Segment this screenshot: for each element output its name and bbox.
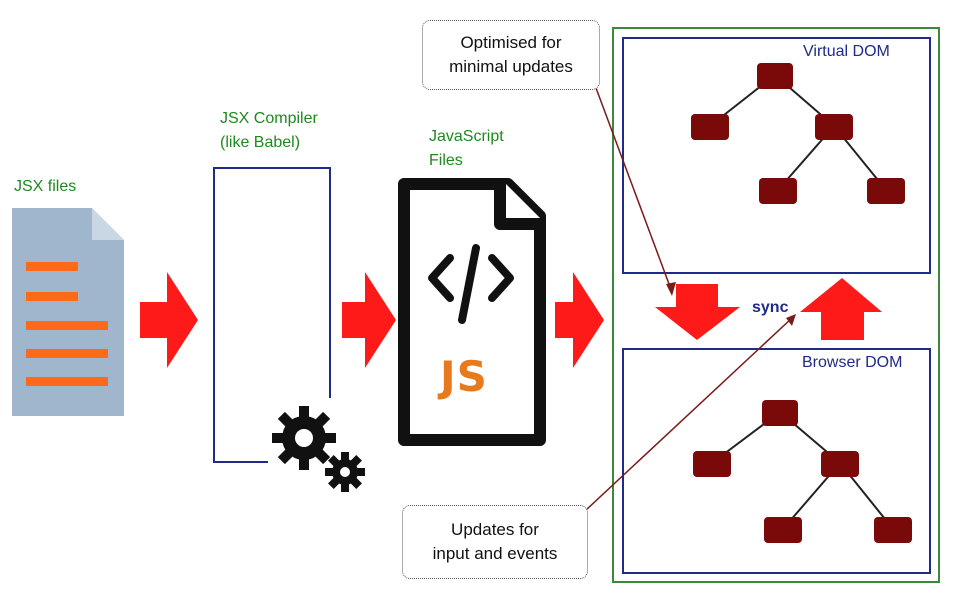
tree-node	[874, 517, 912, 543]
sync-label: sync	[752, 299, 789, 316]
tree-node	[757, 63, 793, 89]
browser-dom-box	[622, 348, 931, 574]
browser-dom-tree	[711, 411, 894, 530]
tree-node	[693, 451, 731, 477]
virtual-dom-box	[622, 37, 931, 274]
gears-icon	[272, 406, 365, 492]
note-connector-bottom	[585, 314, 796, 511]
arrow-right-icon	[140, 272, 198, 368]
note-connector-top	[595, 87, 676, 296]
arrow-down-icon	[655, 284, 740, 340]
virtual-dom-title: Virtual DOM	[803, 43, 890, 60]
note-updates-line2: input and events	[432, 544, 558, 563]
js-files-label-line2: Files	[429, 152, 463, 169]
browser-dom-title: Browser DOM	[802, 354, 903, 371]
note-optimised-line2: minimal updates	[449, 57, 573, 76]
tree-node	[815, 114, 853, 140]
js-files-label-line1: JavaScript	[429, 128, 504, 145]
arrow-up-icon	[800, 278, 882, 340]
js-file-icon	[398, 178, 546, 446]
tree-node	[691, 114, 729, 140]
tree-node	[867, 178, 905, 204]
document-icon	[12, 208, 124, 416]
js-badge: JS	[440, 352, 488, 401]
note-updates-line1: Updates for	[451, 520, 539, 539]
note-optimised: Optimised for minimal updates	[422, 20, 600, 90]
note-updates: Updates for input and events	[402, 505, 588, 579]
tree-node	[821, 451, 859, 477]
jsx-files-label: JSX files	[14, 178, 77, 195]
tree-node	[764, 517, 802, 543]
compiler-label-line2: (like Babel)	[220, 134, 301, 151]
note-optimised-line1: Optimised for	[460, 33, 562, 52]
tree-node	[759, 178, 797, 204]
dom-container	[612, 27, 940, 583]
tree-node	[762, 400, 798, 426]
virtual-dom-tree	[709, 74, 887, 191]
code-icon	[428, 244, 514, 324]
arrow-right-icon	[555, 272, 604, 368]
compiler-label-line1: JSX Compiler	[220, 110, 318, 127]
arrow-right-icon	[342, 272, 396, 368]
compiler-box	[213, 167, 331, 463]
